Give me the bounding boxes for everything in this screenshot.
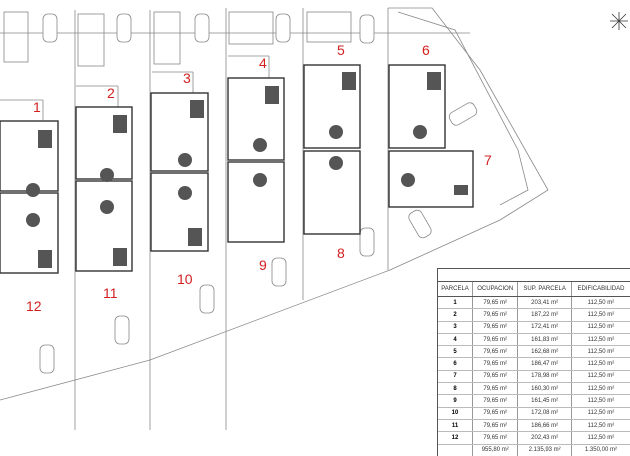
total-cell	[438, 444, 474, 456]
cell-sup-parcela: 160,30 m²	[517, 382, 572, 396]
cell-ocupacion: 79,65 m²	[472, 296, 519, 310]
cell-sup-parcela: 186,47 m²	[517, 357, 572, 371]
lot-number-label: 5	[337, 42, 345, 58]
cell-parcela: 3	[438, 321, 474, 334]
cell-parcela: 5	[438, 345, 474, 359]
cell-sup-parcela: 172,08 m²	[517, 407, 572, 420]
cell-edificabilidad: 112,50 m²	[571, 431, 630, 445]
cell-sup-parcela: 172,41 m²	[517, 321, 572, 334]
lot-number-label: 9	[259, 257, 267, 273]
table-header-row: PARCELA OCUPACION SUP. PARCELA EDIFICABI…	[438, 282, 630, 297]
cell-edificabilidad: 112,50 m²	[571, 370, 630, 384]
lot-number-label: 11	[103, 285, 118, 301]
lot-number-label: 7	[484, 152, 492, 168]
cell-parcela: 7	[438, 370, 474, 384]
cell-sup-parcela: 187,22 m²	[517, 308, 572, 322]
header-edificabilidad: EDIFICABILIDAD	[571, 282, 630, 297]
cell-edificabilidad: 112,50 m²	[571, 394, 630, 408]
cell-sup-parcela: 202,43 m²	[517, 431, 572, 445]
cell-ocupacion: 79,65 m²	[472, 370, 519, 384]
lot-number-label: 8	[337, 245, 345, 261]
total-cell: 2.135,93 m²	[517, 444, 572, 456]
parcel-table: PARCELA OCUPACION SUP. PARCELA EDIFICABI…	[437, 268, 630, 456]
lot-number-label: 6	[422, 42, 430, 58]
house-interiors	[26, 72, 468, 268]
total-cell: 955,80 m²	[472, 444, 519, 456]
cell-parcela: 1	[438, 296, 474, 310]
houses	[0, 64, 474, 274]
cell-edificabilidad: 112,50 m²	[571, 296, 630, 310]
cell-ocupacion: 79,65 m²	[472, 407, 519, 420]
cell-ocupacion: 79,65 m²	[472, 308, 519, 322]
cell-edificabilidad: 112,50 m²	[571, 357, 630, 371]
cell-parcela: 12	[438, 431, 474, 445]
cell-sup-parcela: 178,98 m²	[517, 370, 572, 384]
cell-ocupacion: 79,65 m²	[472, 345, 519, 359]
cell-parcela: 9	[438, 394, 474, 408]
cell-parcela: 4	[438, 333, 474, 347]
header-sup-parcela: SUP. PARCELA	[517, 282, 572, 297]
cell-edificabilidad: 112,50 m²	[571, 333, 630, 347]
cell-ocupacion: 79,65 m²	[472, 333, 519, 347]
cell-edificabilidad: 112,50 m²	[571, 382, 630, 396]
north-arrow-icon	[610, 12, 628, 30]
cell-parcela: 2	[438, 308, 474, 322]
header-parcela: PARCELA	[438, 282, 474, 297]
cell-parcela: 6	[438, 357, 474, 371]
cell-edificabilidad: 112,50 m²	[571, 308, 630, 322]
cell-ocupacion: 79,65 m²	[472, 382, 519, 396]
cell-ocupacion: 79,65 m²	[472, 394, 519, 408]
cell-ocupacion: 79,65 m²	[472, 431, 519, 445]
cell-parcela: 10	[438, 407, 474, 420]
lot-number-label: 3	[183, 70, 191, 86]
lot-number-label: 2	[107, 85, 115, 101]
cell-sup-parcela: 161,45 m²	[517, 394, 572, 408]
cell-sup-parcela: 162,68 m²	[517, 345, 572, 359]
cell-edificabilidad: 112,50 m²	[571, 321, 630, 334]
car-icons	[39, 13, 478, 374]
lot-number-label: 4	[259, 55, 267, 71]
cell-edificabilidad: 112,50 m²	[571, 407, 630, 420]
lot-number-label: 10	[177, 271, 193, 287]
table-caption-row	[438, 269, 630, 282]
cell-ocupacion: 79,65 m²	[472, 321, 519, 334]
cell-sup-parcela: 161,83 m²	[517, 333, 572, 347]
total-cell: 1.350,00 m²	[571, 444, 630, 456]
header-ocupacion: OCUPACION	[472, 282, 519, 297]
lot-number-label: 12	[26, 298, 42, 314]
cell-sup-parcela: 203,41 m²	[517, 296, 572, 310]
cell-ocupacion: 79,65 m²	[472, 357, 519, 371]
lot-number-label: 1	[33, 99, 41, 115]
cell-edificabilidad: 112,50 m²	[571, 345, 630, 359]
plot-boundaries	[0, 7, 549, 430]
cell-parcela: 8	[438, 382, 474, 396]
